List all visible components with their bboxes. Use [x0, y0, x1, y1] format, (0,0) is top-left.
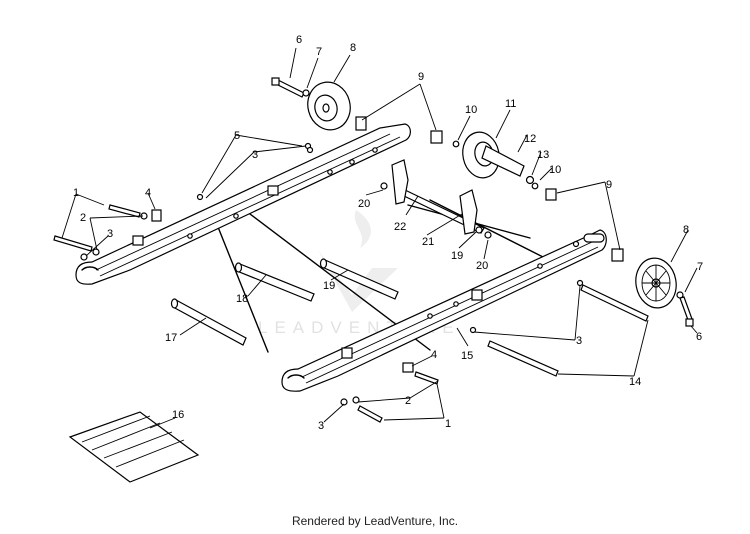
shaft-19: [319, 258, 399, 300]
right-rail-rear-bracket: [471, 289, 483, 301]
watermark-flame-icon: [354, 210, 372, 248]
callout-6-lower: 6: [696, 331, 702, 343]
pivot-bracket-21-lower: [459, 189, 478, 235]
washer-2-b: [352, 396, 360, 404]
callout-18: 18: [236, 293, 248, 305]
left-rail-front-bracket: [132, 235, 144, 246]
washer-3-f: [469, 326, 477, 334]
washer-3-c: [196, 193, 204, 201]
bolt-1-front: [414, 371, 439, 385]
axle-line: [429, 199, 546, 259]
callout-10-upper: 10: [465, 104, 477, 116]
pivot-bracket-21-upper: [391, 159, 409, 205]
callout-2-b: 2: [405, 395, 411, 407]
slider-4-lower: [402, 362, 414, 373]
callout-9-upper: 9: [418, 71, 424, 83]
spacer-9-d: [611, 248, 624, 262]
callout-20-b: 20: [476, 260, 488, 272]
footer-credit: Rendered by LeadVenture, Inc.: [291, 514, 459, 528]
callout-8-lower: 8: [683, 224, 689, 236]
idler-wheel-11: [452, 131, 539, 190]
callout-19-a: 19: [451, 250, 463, 262]
callout-3-a: 3: [252, 149, 258, 161]
callout-14: 14: [629, 376, 641, 388]
left-rail-bracket: [267, 185, 279, 196]
bolt-6-lower: [679, 296, 694, 327]
callout-7-lower: 7: [697, 261, 703, 273]
shaft-17: [170, 298, 247, 346]
idler-wheel-8-upper: [307, 81, 351, 131]
nut-20-lower: [484, 231, 492, 239]
callout-11: 11: [505, 98, 516, 110]
right-rail-slot: [583, 233, 605, 243]
callout-6-upper: 6: [296, 34, 302, 46]
washer-3-g: [576, 279, 584, 287]
axle-12: [481, 145, 525, 177]
washer-3-b: [80, 253, 88, 261]
callout-4-a: 4: [145, 187, 151, 199]
bushing-13: [525, 175, 535, 185]
callout-12: 12: [524, 133, 536, 145]
callout-10-lower: 10: [549, 164, 561, 176]
bolt-1-rear: [357, 405, 383, 423]
washer-7-upper: [302, 89, 310, 97]
callout-15: 15: [461, 350, 473, 362]
callout-labels: 6 7 8 9 10 11 12 13 10 5 3 1 4 2 3 20 22…: [73, 34, 703, 432]
front-left-hardware: [53, 142, 314, 261]
wear-strip-16: [68, 411, 200, 483]
front-support-line: [215, 221, 269, 353]
callout-8-upper: 8: [350, 42, 356, 54]
callout-4-b: 4: [431, 349, 437, 361]
right-rail-front-bracket: [341, 347, 353, 359]
callout-17: 17: [165, 332, 177, 344]
callout-13: 13: [537, 149, 549, 161]
callout-7-upper: 7: [316, 46, 322, 58]
watermark-logo-icon: [318, 250, 398, 312]
right-rail: [281, 229, 607, 392]
callout-2-a: 2: [80, 212, 86, 224]
washer-2-a: [92, 248, 100, 256]
callout-5: 5: [234, 130, 240, 142]
nut-5: [306, 146, 314, 154]
callout-19-b: 19: [323, 280, 335, 292]
washer-3-e: [340, 398, 348, 406]
shaft-18: [234, 262, 315, 302]
left-rail: [75, 123, 411, 285]
callout-1-a: 1: [73, 187, 79, 199]
idler-wheel-8-lower: [635, 257, 677, 309]
spacer-9-c: [545, 188, 557, 201]
spacer-9-a: [355, 116, 367, 131]
spacer-9-b: [430, 130, 443, 144]
callout-3-c: 3: [576, 335, 582, 347]
callout-22: 22: [394, 221, 406, 233]
callout-3-b: 3: [107, 228, 113, 240]
callout-16: 16: [172, 409, 184, 421]
bolt-1-lower: [53, 235, 93, 252]
washer-10-a: [452, 140, 460, 148]
callout-21: 21: [422, 236, 434, 248]
callout-9-lower: 9: [606, 179, 612, 191]
long-bolts-14: [487, 284, 649, 377]
callout-1-b: 1: [445, 418, 451, 430]
bolt-19-head: [475, 226, 483, 234]
slider-4-upper: [151, 209, 162, 222]
washer-10-b: [531, 182, 539, 190]
callout-20-a: 20: [358, 198, 370, 210]
bolt-1-upper: [108, 204, 141, 218]
nut-20-upper: [380, 182, 388, 190]
leader-lines: [61, 47, 698, 429]
callout-3-d: 3: [318, 420, 324, 432]
bolt-6-upper: [271, 77, 305, 98]
